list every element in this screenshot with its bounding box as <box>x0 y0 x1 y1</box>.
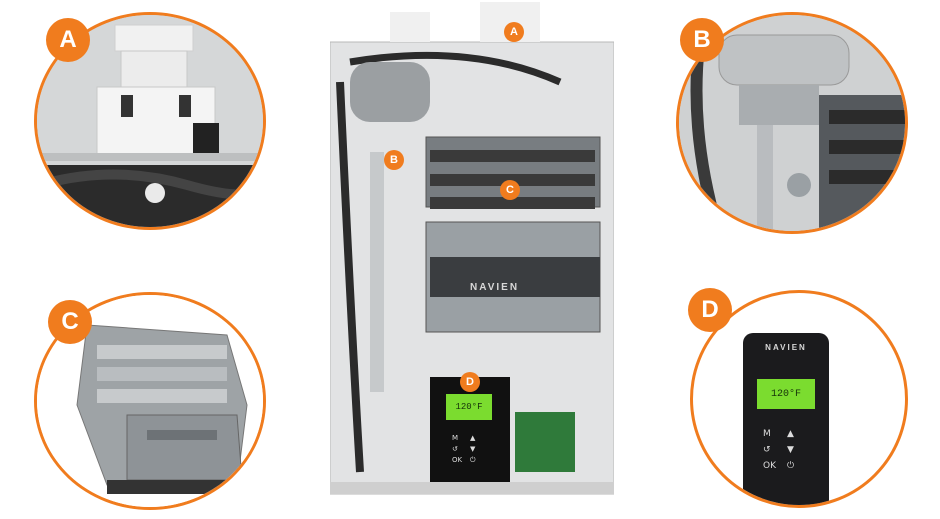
unit-ok-button[interactable]: OK <box>452 456 463 464</box>
label-c-badge: C <box>48 300 92 344</box>
down-button[interactable]: ▼ <box>787 445 794 455</box>
marker-d: D <box>460 372 480 392</box>
back-button[interactable]: ↺ <box>763 445 771 455</box>
marker-c: C <box>500 180 520 200</box>
unit-menu-button[interactable]: M <box>452 434 459 442</box>
ok-button[interactable]: OK <box>763 461 776 471</box>
up-button[interactable]: ▲ <box>787 429 794 439</box>
heat-exchanger-photo <box>37 295 263 507</box>
unit-power-button[interactable]: ⏻ <box>470 456 476 464</box>
marker-b: B <box>384 150 404 170</box>
menu-button[interactable]: M <box>763 429 771 439</box>
temperature-display: 120°F <box>757 379 815 409</box>
label-a-badge: A <box>46 18 90 62</box>
water-heater-interior: NAVIEN 120°F M ▲ ↺ ▼ OK ⏻ A B C D <box>329 2 615 514</box>
label-b-badge: B <box>680 18 724 62</box>
detail-circle-c <box>34 292 266 510</box>
power-button[interactable]: ⏻ <box>787 461 795 471</box>
unit-down-button[interactable]: ▼ <box>470 445 476 453</box>
detail-circle-d: NAVIEN 120°F M ▲ ↺ ▼ OK ⏻ <box>690 290 908 508</box>
keypad: M ▲ ↺ ▼ OK ⏻ <box>763 429 811 471</box>
unit-keypad: M ▲ ↺ ▼ OK ⏻ <box>452 434 488 465</box>
front-panel: NAVIEN 120°F M ▲ ↺ ▼ OK ⏻ <box>743 333 829 505</box>
label-d-badge: D <box>688 288 732 332</box>
marker-a: A <box>504 22 524 42</box>
unit-up-button[interactable]: ▲ <box>470 434 476 442</box>
unit-back-button[interactable]: ↺ <box>452 445 458 453</box>
unit-temperature-display: 120°F <box>446 394 492 420</box>
unit-brand-logo: NAVIEN <box>470 282 520 293</box>
brand-logo: NAVIEN <box>765 343 807 352</box>
